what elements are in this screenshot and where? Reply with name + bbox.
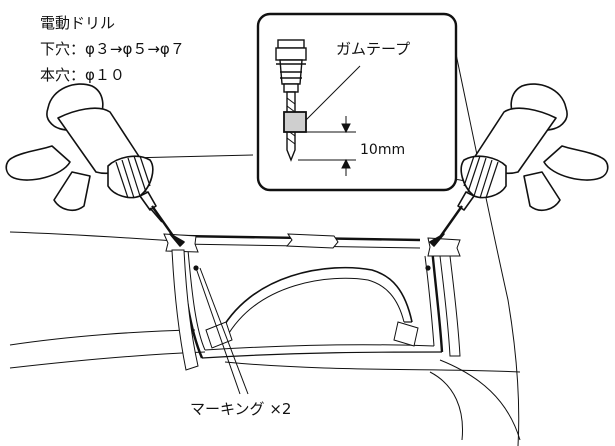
tape-right-side xyxy=(439,255,461,357)
electric-drill-icon xyxy=(429,83,609,247)
tape-label: ガムテープ xyxy=(336,40,410,58)
inset-detail xyxy=(256,12,458,192)
marking-points xyxy=(193,265,431,271)
inset-frame xyxy=(256,12,458,192)
gum-tape-block xyxy=(283,111,307,133)
tape-top-middle xyxy=(285,233,339,249)
marking-leaders xyxy=(195,267,249,395)
tape-arch-right xyxy=(393,321,419,347)
electric-drill-icon xyxy=(5,83,185,247)
tape-left-side xyxy=(171,249,199,371)
main-hole-label: 本穴：φ１０ xyxy=(40,66,125,84)
tape-pieces xyxy=(163,233,461,371)
drill-bit-icon xyxy=(275,39,307,162)
car-body-lines xyxy=(9,53,521,446)
dimension-lines xyxy=(298,116,356,176)
drill-title-label: 電動ドリル xyxy=(40,14,115,32)
marking-label: マーキング ×2 xyxy=(190,400,291,418)
dimension-label: 10mm xyxy=(360,142,405,158)
pilot-hole-label: 下穴：φ３→φ５→φ７ xyxy=(40,40,185,58)
